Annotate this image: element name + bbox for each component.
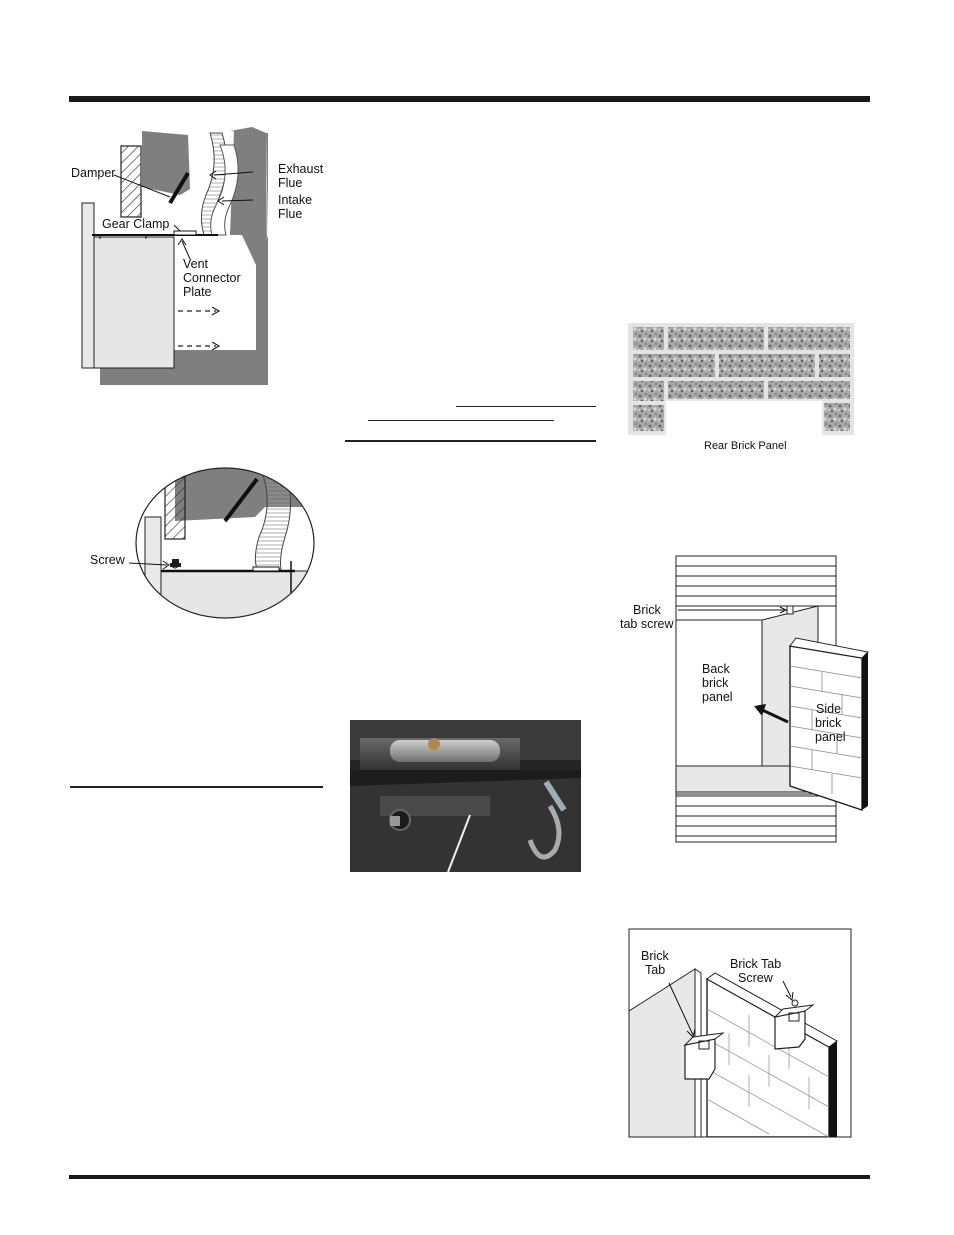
brick-tab-screw-label-2: tab screw	[620, 617, 674, 631]
exhaust-flue-label-1: Exhaust	[278, 162, 324, 176]
vent-diagram-drawing	[81, 127, 268, 385]
screw-detail-drawing	[128, 467, 315, 619]
burner-photo	[350, 720, 581, 872]
screw-label: Screw	[90, 553, 125, 567]
vent-connector-plate-label-2: Connector	[183, 271, 241, 285]
brick-tab-label-1: Brick	[641, 949, 669, 963]
header-rule	[69, 96, 870, 102]
rear-brick-panel-caption: Rear Brick Panel	[704, 440, 787, 452]
intake-flue-label-1: Intake	[278, 193, 313, 207]
brick-tab-detail-drawing	[628, 928, 852, 1138]
brick-tab-screw-label-1: Brick	[633, 603, 661, 617]
burner-photo-drawing	[350, 720, 581, 872]
middle-underline-1	[456, 406, 596, 407]
left-column-rule	[70, 786, 323, 788]
vent-connector-plate-label-3: Plate	[183, 285, 212, 299]
brick-install-drawing	[675, 555, 870, 843]
back-brick-panel-label-2: brick	[702, 676, 729, 690]
back-brick-panel-label-3: panel	[702, 690, 733, 704]
middle-underline-2	[368, 420, 554, 421]
side-brick-panel-label-2: brick	[815, 716, 842, 730]
exhaust-flue-label-2: Flue	[278, 176, 303, 190]
brick-tab-screw-detail-label-2: Screw	[738, 971, 773, 985]
middle-column-rule	[345, 440, 596, 442]
footer-rule	[69, 1175, 870, 1179]
damper-label: Damper	[71, 166, 116, 180]
intake-flue-label-2: Flue	[278, 207, 303, 221]
brick-tab-label-2: Tab	[645, 963, 666, 977]
side-brick-panel-label-1: Side	[816, 702, 842, 716]
gear-clamp-label: Gear Clamp	[102, 217, 170, 231]
vent-connector-plate-label-1: Vent	[183, 257, 209, 271]
rear-brick-panel-drawing	[628, 323, 854, 435]
brick-tab-screw-detail-label-1: Brick Tab	[730, 957, 782, 971]
side-brick-panel-label-3: panel	[815, 730, 846, 744]
back-brick-panel-label-1: Back	[702, 662, 730, 676]
